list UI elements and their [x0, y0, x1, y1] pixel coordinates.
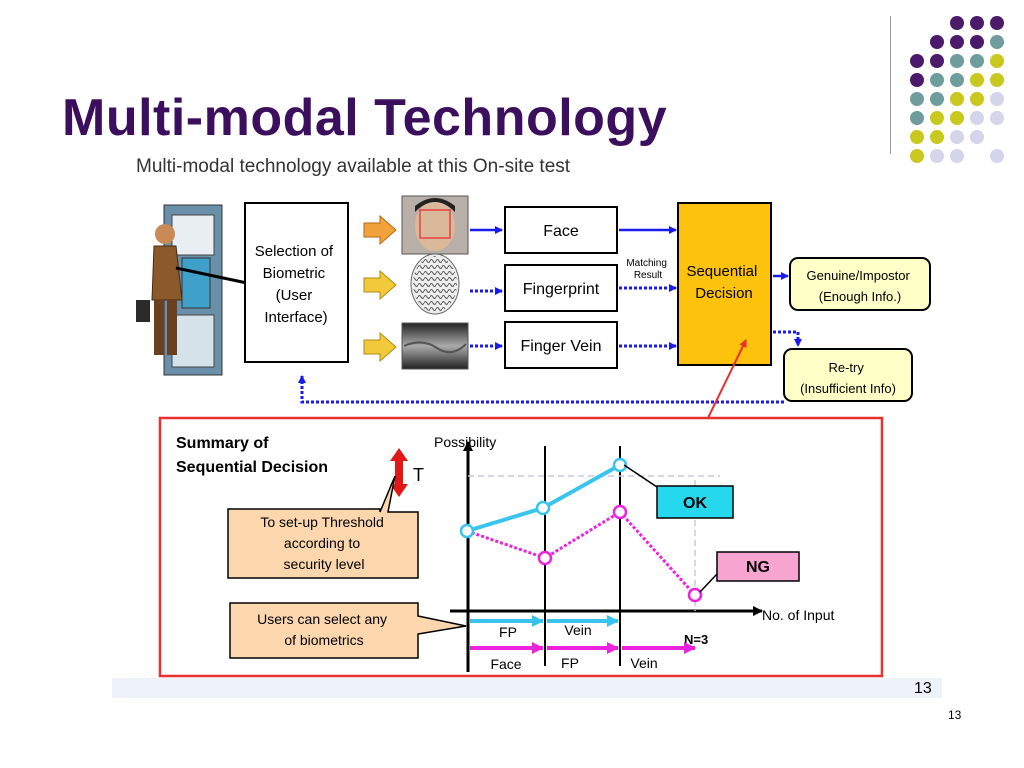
magenta-point-2 — [537, 550, 553, 566]
decorative-dot — [910, 130, 924, 144]
cyan-sequence: FP Vein — [470, 615, 619, 640]
decorative-dot — [950, 35, 964, 49]
threshold-arrow-icon — [390, 448, 408, 497]
modality-boxes: Face Fingerprint Finger Vein — [504, 206, 618, 369]
decorative-dot — [990, 149, 1004, 163]
fingerprint-icon — [410, 253, 460, 315]
decorative-dot — [990, 92, 1004, 106]
retry-label: Re-try (Insufficient Info) — [800, 360, 896, 396]
svg-text:Users can select any of: Users can select any of biometrics — [257, 611, 391, 648]
users-callout: Users can select any of biometrics — [229, 602, 467, 659]
magenta-series-line — [466, 510, 697, 597]
threshold-callout: To set-up Threshold according to securit… — [227, 475, 419, 579]
slide-number: 13 — [948, 708, 962, 722]
magenta-point-4 — [687, 587, 703, 603]
decorative-dot — [930, 130, 944, 144]
magenta-sequence: Face FP Vein — [470, 642, 696, 672]
decorative-dot — [970, 130, 984, 144]
figure-caption: Multi-modal technology available at this… — [136, 156, 571, 177]
decorative-dot — [930, 73, 944, 87]
x-axis-label: No. of Input — [762, 607, 834, 623]
cyan-point-2 — [535, 500, 551, 516]
decorative-dot — [930, 111, 944, 125]
threshold-symbol: T — [413, 465, 424, 485]
summary-title: Summary of Sequential Decision — [176, 435, 328, 476]
person-at-kiosk-icon — [136, 204, 248, 376]
title-divider — [890, 16, 891, 154]
decorative-dot — [970, 73, 984, 87]
decorative-dot — [950, 149, 964, 163]
summary-connector-arrow — [707, 339, 747, 419]
multimodal-figure: Multi-modal technology available at this… — [112, 156, 942, 698]
face-box-label: Face — [543, 223, 579, 240]
cyan-seq-label-2: Vein — [564, 622, 591, 638]
decorative-dot — [950, 130, 964, 144]
decorative-dot — [970, 16, 984, 30]
decorative-dot — [990, 111, 1004, 125]
decorative-dot — [970, 111, 984, 125]
y-axis-label: Possibility — [434, 434, 496, 450]
genuine-impostor-label: Genuine/Impostor (Enough Info.) — [807, 268, 914, 304]
decorative-dot — [950, 54, 964, 68]
decorative-dot — [970, 92, 984, 106]
decorative-dot — [910, 111, 924, 125]
selection-arrows — [363, 214, 397, 363]
possibility-lines — [459, 457, 703, 603]
face-box — [504, 206, 618, 254]
decorative-dot — [950, 16, 964, 30]
finger-vein-box-label: Finger Vein — [521, 338, 602, 355]
cyan-point-1 — [459, 523, 475, 539]
modality-arrows — [470, 226, 503, 350]
genuine-impostor-box — [789, 257, 931, 311]
figure-page-number: 13 — [914, 680, 932, 697]
decorative-dot — [990, 35, 1004, 49]
fingerprint-box-label: Fingerprint — [523, 281, 600, 298]
magenta-seq-label-3: Vein — [630, 655, 657, 671]
decorative-dot — [950, 92, 964, 106]
decorative-dot-grid — [910, 16, 1004, 163]
figure-footer-strip — [112, 678, 942, 698]
ng-label: NG — [746, 559, 770, 576]
decorative-dot — [910, 54, 924, 68]
ok-callout: OK — [623, 464, 734, 519]
decorative-dot — [910, 149, 924, 163]
n-label: N=3 — [684, 632, 708, 647]
decorative-dot — [950, 73, 964, 87]
face-photo-icon — [401, 195, 469, 255]
decorative-dot — [990, 73, 1004, 87]
ng-callout: NG — [699, 551, 800, 593]
finger-vein-icon — [401, 322, 469, 370]
sequential-decision-box — [677, 202, 772, 366]
ok-label: OK — [683, 495, 707, 512]
retry-arrow — [773, 330, 802, 347]
magenta-point-3 — [612, 504, 628, 520]
decorative-dot — [990, 16, 1004, 30]
decision-arrows — [619, 226, 677, 350]
svg-text:To set-up Threshold acco: To set-up Threshold according to securit… — [260, 514, 387, 572]
decorative-dot — [930, 54, 944, 68]
decorative-dot — [930, 92, 944, 106]
decorative-dot — [970, 35, 984, 49]
decorative-dot — [930, 35, 944, 49]
sequential-decision-label: Sequential Decision — [686, 263, 761, 302]
selection-of-biometric-box — [244, 202, 349, 363]
decorative-dot — [970, 54, 984, 68]
magenta-seq-label-2: FP — [561, 655, 579, 671]
magenta-seq-label-1: Face — [490, 656, 521, 672]
slide-title: Multi-modal Technology — [62, 89, 668, 147]
selection-box-label: Selection of Biometric (User Interface) — [255, 243, 338, 326]
decorative-dot — [950, 111, 964, 125]
decorative-dot — [910, 73, 924, 87]
finger-vein-box — [504, 321, 618, 369]
retry-loop-arrow — [298, 375, 784, 404]
cyan-point-3 — [612, 457, 628, 473]
decorative-dot — [930, 149, 944, 163]
matching-result-label: Matching Result — [626, 258, 669, 281]
decorative-dot — [910, 92, 924, 106]
decorative-dot — [990, 54, 1004, 68]
cyan-seq-label-1: FP — [499, 624, 517, 640]
fingerprint-box — [504, 264, 618, 312]
retry-box — [783, 348, 913, 402]
